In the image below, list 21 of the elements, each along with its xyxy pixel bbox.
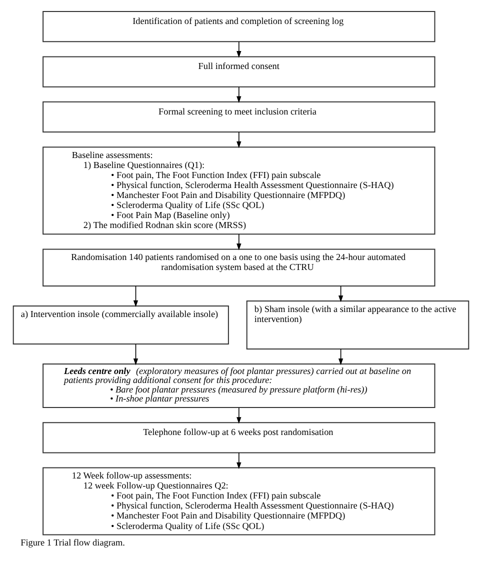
arrow xyxy=(236,41,241,58)
arrow xyxy=(236,132,241,148)
node-box: Formal screening to meet inclusion criteria xyxy=(42,101,435,133)
arrow xyxy=(236,86,241,103)
node-box: Identification of patients and completion of screening log xyxy=(42,11,435,42)
arrow xyxy=(236,234,241,250)
node-box: b) Sham insole (with a similar appearance to the active intervention) xyxy=(246,300,469,350)
node-box: Telephone follow-up at 6 weeks post randomisation xyxy=(42,422,435,454)
arrow xyxy=(132,286,138,308)
caption: Figure 1 Trial flow diagram. xyxy=(20,537,124,548)
node-box: Leeds centre only (exploratory measures of foot plantar pressures) carried out at baseline on patients providing additional consent for this procedure: • Bare foot plantar pressures (measured by pressure platform (hi-res)) • In-shoe plantar pressures xyxy=(42,364,435,408)
node-box: 12 Week follow-up assessments: 12 week Follow-up Questionnaires Q2: • Foot pain, The Foot Function Index (FFI) pain subscale • Physical function, Scleroderma Health Assessment Questionnaire (S-HAQ) • Manchester Foot Pain and Disability Questionnaire (MFPDQ) • Scleroderma Quality of Life (SSc QOL) xyxy=(42,467,435,536)
node-box: Full informed consent xyxy=(42,56,435,88)
arrow xyxy=(132,344,138,366)
arrow xyxy=(338,286,343,302)
arrow xyxy=(236,407,241,424)
arrow xyxy=(338,348,343,366)
node-box: a) Intervention insole (commercially available insole) xyxy=(12,306,228,345)
node-box: Baseline assessments: 1) Baseline Questionnaires (Q1): • Foot pain, The Foot Function Index (FFI) pain subscale • Physical function, Scleroderma Health Assessment Questionnaire (S-HAQ) • Manchester Foot Pain and Disability Questionnaire (MFPDQ) • Scleroderma Quality of Life (SSc QOL) • Foot Pain Map (Baseline only) 2) The modified Rodnan skin score (MRSS) xyxy=(42,146,435,235)
node-box: Randomisation 140 patients randomised on a one to one basis using the 24-hour automated randomisation system based at the CTRU xyxy=(42,248,435,287)
arrow xyxy=(236,452,241,470)
